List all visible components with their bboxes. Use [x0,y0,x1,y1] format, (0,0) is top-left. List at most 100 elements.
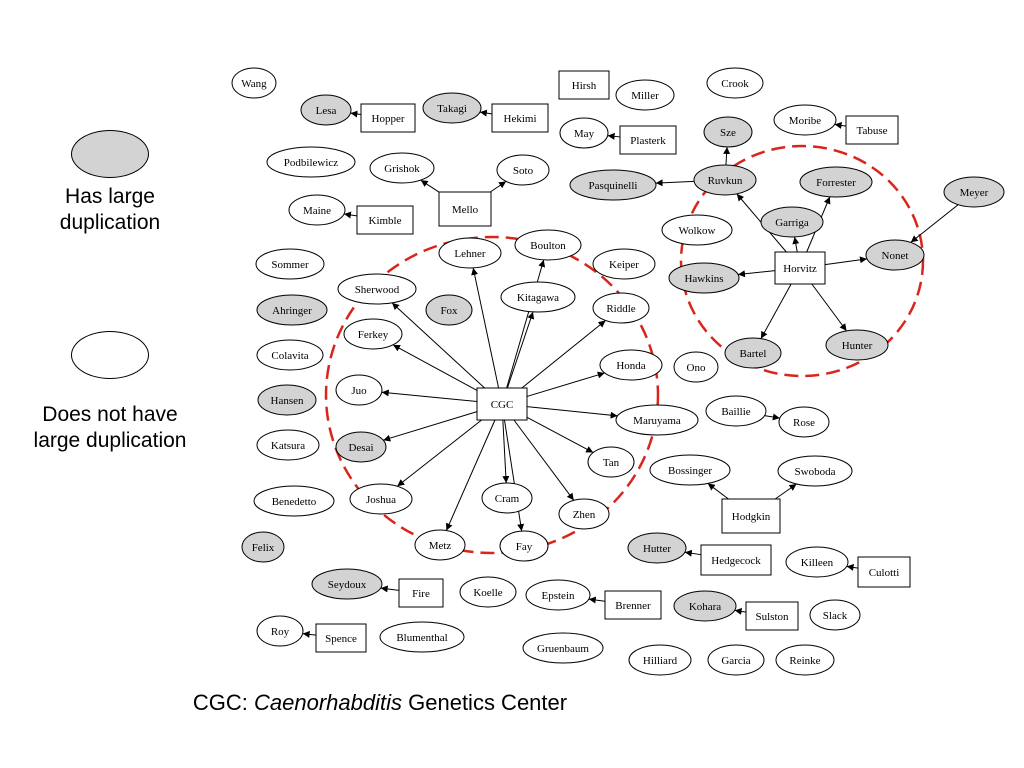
edge-cgc-to-desai [383,411,478,442]
node-label: Boulton [530,240,566,252]
node-crook: Crook [706,67,764,99]
node-label: Benedetto [272,496,317,508]
node-ferkey: Ferkey [343,318,403,350]
node-label: Meyer [960,187,989,199]
caption: CGC: Caenorhabditis Genetics Center [0,690,760,716]
caption-suffix: Genetics Center [402,690,568,715]
node-fire: Fire [398,578,444,608]
node-nonet: Nonet [865,239,925,271]
node-label: Kohara [689,601,721,613]
edge-hedgecock-to-hutter [684,549,702,557]
node-label: Kitagawa [517,292,559,304]
node-shape-garcia [707,644,765,676]
node-shape-swoboda [777,455,853,487]
edge-tabuse-to-moribe [834,121,847,129]
node-shape-moribe [773,104,837,136]
node-shape-boulton [514,229,582,261]
node-shape-hopper [360,103,416,133]
node-shape-hansen [257,384,317,416]
node-hunter: Hunter [825,329,889,361]
node-miller: Miller [615,79,675,111]
node-colavita: Colavita [256,339,324,371]
node-shape-meyer [943,176,1005,208]
node-shape-bartel [724,337,782,369]
node-shape-seydoux [311,568,383,600]
node-maruyama: Maruyama [615,404,699,436]
node-label: Bossinger [668,465,712,477]
edge-cgc-to-honda [526,371,605,397]
node-label: Honda [616,360,645,372]
node-spence: Spence [315,623,367,653]
node-wang: Wang [231,67,277,99]
node-shape-ahringer [256,294,328,326]
node-ahringer: Ahringer [256,294,328,326]
graph-nodes: WangLesaHopperTakagiHekimiHirshMillerCro… [231,67,1005,676]
node-bartel: Bartel [724,337,782,369]
node-shape-pasquinelli [569,169,657,201]
node-grishok: Grishok [369,152,435,184]
node-benedetto: Benedetto [253,485,335,517]
node-takagi: Takagi [422,92,482,124]
node-label: Fay [516,541,533,553]
node-shape-spence [315,623,367,653]
node-shape-reinke [775,644,835,676]
node-fay: Fay [499,530,549,562]
node-label: Maruyama [633,415,681,427]
node-shape-metz [414,529,466,561]
node-label: Ruvkun [708,175,743,187]
node-label: Garcia [721,655,750,667]
node-label: Tabuse [857,125,888,137]
edge-cgc-to-tan [526,416,594,453]
caption-prefix: CGC: [192,690,255,715]
node-shape-tabuse [845,115,899,145]
node-shape-nonet [865,239,925,271]
edge-cgc-to-riddle [521,320,606,389]
edge-brenner-to-epstein [588,596,606,604]
node-forrester: Forrester [799,166,873,198]
node-label: Epstein [542,590,575,602]
node-shape-podbilewicz [266,146,356,178]
edge-cgc-to-cram [502,419,510,484]
node-koelle: Koelle [459,576,517,608]
node-label: Wang [241,78,267,90]
node-horvitz: Horvitz [774,251,826,285]
node-shape-hawkins [668,262,740,294]
edge-cgc-to-boulton [506,259,546,389]
node-sommer: Sommer [255,248,325,280]
node-label: Brenner [615,600,651,612]
edge-cgc-to-maruyama [526,406,618,419]
node-shape-hunter [825,329,889,361]
node-lesa: Lesa [300,94,352,126]
node-label: Hodgkin [732,511,771,523]
node-label: Horvitz [783,263,817,275]
node-shape-benedetto [253,485,335,517]
node-label: Moribe [789,115,822,127]
edge-horvitz-to-hawkins [737,270,776,278]
node-label: Ahringer [272,305,312,317]
node-slack: Slack [809,599,861,631]
node-label: Hilliard [643,655,678,667]
node-label: Juo [351,385,367,397]
node-seydoux: Seydoux [311,568,383,600]
node-epstein: Epstein [525,579,591,611]
edge-hodgkin-to-swoboda [774,483,797,500]
node-bossinger: Bossinger [649,454,731,486]
node-shape-bossinger [649,454,731,486]
node-label: Cram [495,493,520,505]
node-label: Killeen [801,557,834,569]
node-label: Mello [452,204,479,216]
node-label: Koelle [473,587,502,599]
node-label: Fox [440,305,458,317]
node-hekimi: Hekimi [491,103,549,133]
caption-italic: Caenorhabditis [254,690,403,715]
node-shape-hedgecock [700,544,772,576]
node-shape-maruyama [615,404,699,436]
node-shape-lesa [300,94,352,126]
node-label: Katsura [271,440,305,452]
node-shape-roy [256,615,304,647]
node-label: Ono [687,362,706,374]
node-label: Takagi [437,103,467,115]
edge-horvitz-to-garriga [792,236,800,253]
node-culotti: Culotti [857,556,911,588]
